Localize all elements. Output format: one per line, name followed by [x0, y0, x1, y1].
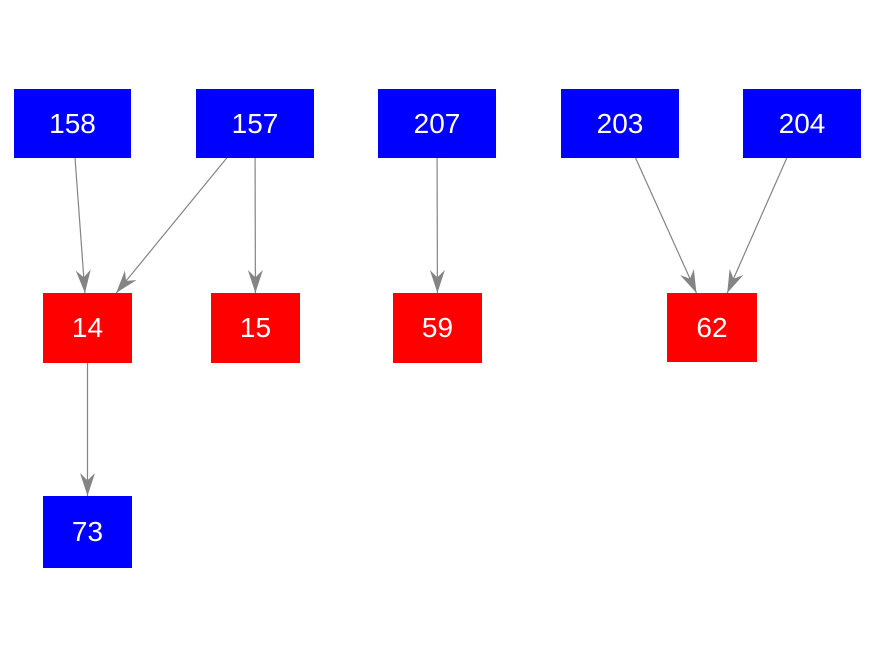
graph-node-15: 15 [211, 293, 300, 363]
arrowhead-icon [429, 269, 445, 293]
graph-node-14: 14 [43, 293, 132, 363]
arrowhead-icon [247, 269, 263, 293]
node-label: 59 [421, 312, 454, 343]
graph-node-59: 59 [393, 293, 482, 363]
node-label: 62 [696, 311, 728, 343]
graph-node-157: 157 [196, 89, 314, 158]
edge-line-157-14 [115, 157, 228, 294]
node-label: 73 [71, 516, 104, 547]
node-label: 203 [596, 107, 644, 139]
edge-line-158-14 [74, 157, 86, 294]
graph-node-203: 203 [561, 89, 679, 158]
node-label: 157 [231, 107, 279, 139]
node-label: 158 [49, 107, 96, 139]
arrowhead-icon [75, 269, 91, 293]
graph-node-207: 207 [378, 89, 496, 158]
arrowhead-icon [680, 268, 697, 293]
graph-node-62: 62 [667, 293, 757, 362]
edge-line-204-62 [726, 157, 788, 294]
node-label: 204 [778, 107, 826, 139]
node-label: 15 [239, 312, 272, 343]
arrowhead-icon [727, 268, 744, 293]
arrowhead-icon [116, 270, 137, 293]
node-label: 207 [413, 107, 461, 139]
node-label: 14 [71, 312, 104, 343]
edge-line-203-62 [635, 157, 697, 294]
graph-node-158: 158 [14, 89, 131, 158]
graph-node-204: 204 [743, 89, 861, 158]
arrowhead-icon [80, 473, 95, 496]
graph-node-73: 73 [43, 496, 132, 568]
